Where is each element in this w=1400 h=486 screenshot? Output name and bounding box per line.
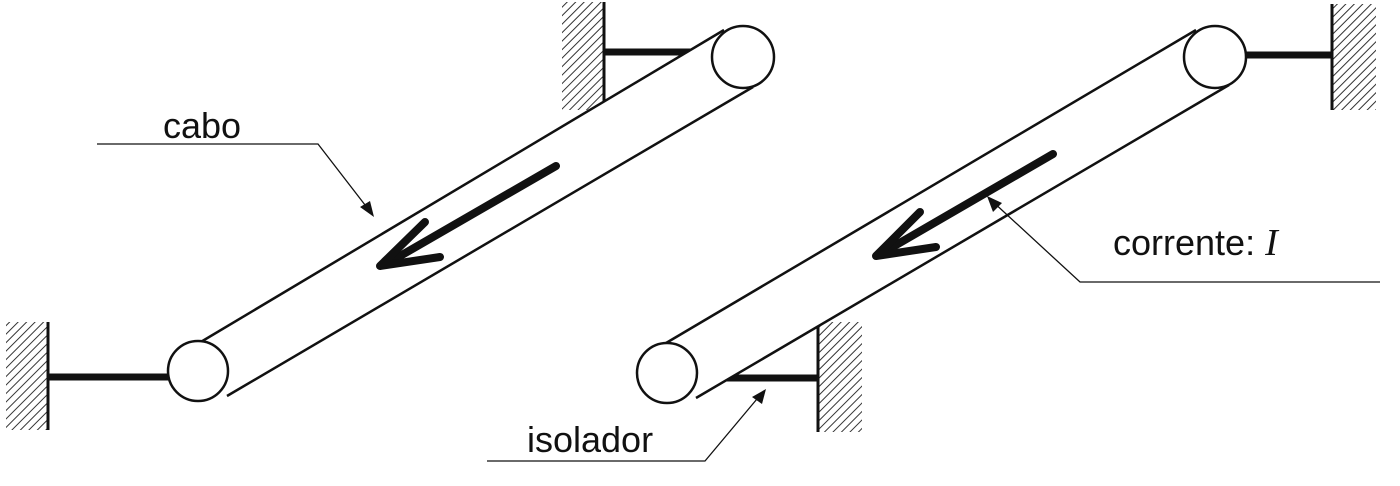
insulator-leader-line: [487, 389, 766, 462]
wall-support-top-right-cable: [1332, 4, 1376, 110]
current-symbol: I: [1264, 222, 1280, 264]
cable-label: cabo: [163, 105, 241, 146]
current-label-prefix: corrente:: [1113, 222, 1265, 263]
cable-right-end-bottom: [635, 341, 699, 405]
current-arrow-right: [872, 150, 1057, 260]
current-arrow-left: [376, 162, 560, 270]
wall-support-top-left-cable: [562, 2, 604, 110]
wall-support-bottom-left-cable: [6, 322, 48, 430]
current-leader-line: [987, 196, 1380, 283]
insulator-label: isolador: [527, 419, 653, 460]
cable-left-end-bottom: [166, 339, 230, 403]
cable-right-end-top: [1182, 24, 1248, 90]
wall-support-bottom-right-cable: [818, 322, 862, 432]
cable-leader-line: [97, 143, 374, 217]
cable-left-end-top: [710, 24, 776, 90]
current-label: corrente: I: [1113, 222, 1280, 264]
